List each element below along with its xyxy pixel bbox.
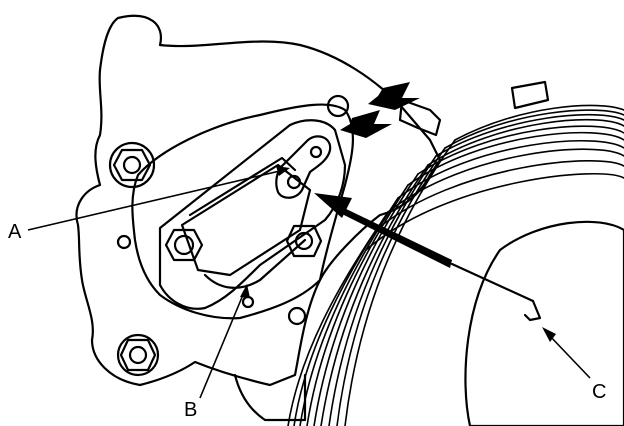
pulley-hub — [464, 220, 624, 426]
small-boss-bottom — [241, 295, 255, 309]
rocker-arm-lower-hole — [286, 174, 302, 190]
upper-left-bolt-boss — [108, 141, 156, 189]
center-right-bolt — [285, 224, 323, 258]
small-boss-left — [116, 234, 132, 250]
rocker-arm-upper-hole — [309, 145, 323, 159]
leader-line-a — [27, 169, 285, 231]
callout-c-label: C — [592, 381, 606, 403]
pointer-arrow-head — [314, 193, 352, 218]
probe-tool-shaft — [450, 262, 535, 303]
direction-arrow-lower — [340, 110, 392, 138]
center-left-bolt — [164, 228, 204, 262]
bracket-right — [398, 98, 442, 137]
rocker-block-top-edge — [188, 156, 297, 217]
rocker-block — [180, 163, 312, 277]
callout-a-label: A — [8, 221, 22, 243]
lower-left-bolt-boss — [116, 333, 160, 377]
callout-b-label: B — [184, 399, 197, 421]
lower-left-bolt — [119, 338, 157, 372]
probe-tool-hook — [523, 299, 542, 322]
pulley-grooves — [287, 104, 624, 426]
direction-arrow-upper — [368, 82, 420, 110]
upper-left-bolt — [112, 148, 152, 182]
housing-outline — [75, 14, 442, 387]
leader-line-b — [199, 289, 246, 399]
lower-housing-extension — [233, 373, 307, 422]
rocker-arm — [275, 135, 332, 199]
leader-arrowhead-a — [276, 166, 290, 176]
leader-arrowhead-c — [542, 327, 556, 342]
recess-pocket — [158, 119, 347, 310]
pointer-arrow-body — [338, 206, 452, 268]
right-boss — [287, 306, 307, 326]
leader-line-c — [547, 333, 591, 379]
cover-plate — [131, 103, 355, 320]
upper-boss — [326, 94, 350, 118]
bracket-tab — [510, 80, 550, 110]
rocker-block-shadow — [203, 238, 307, 289]
leader-arrowhead-b — [240, 284, 250, 298]
